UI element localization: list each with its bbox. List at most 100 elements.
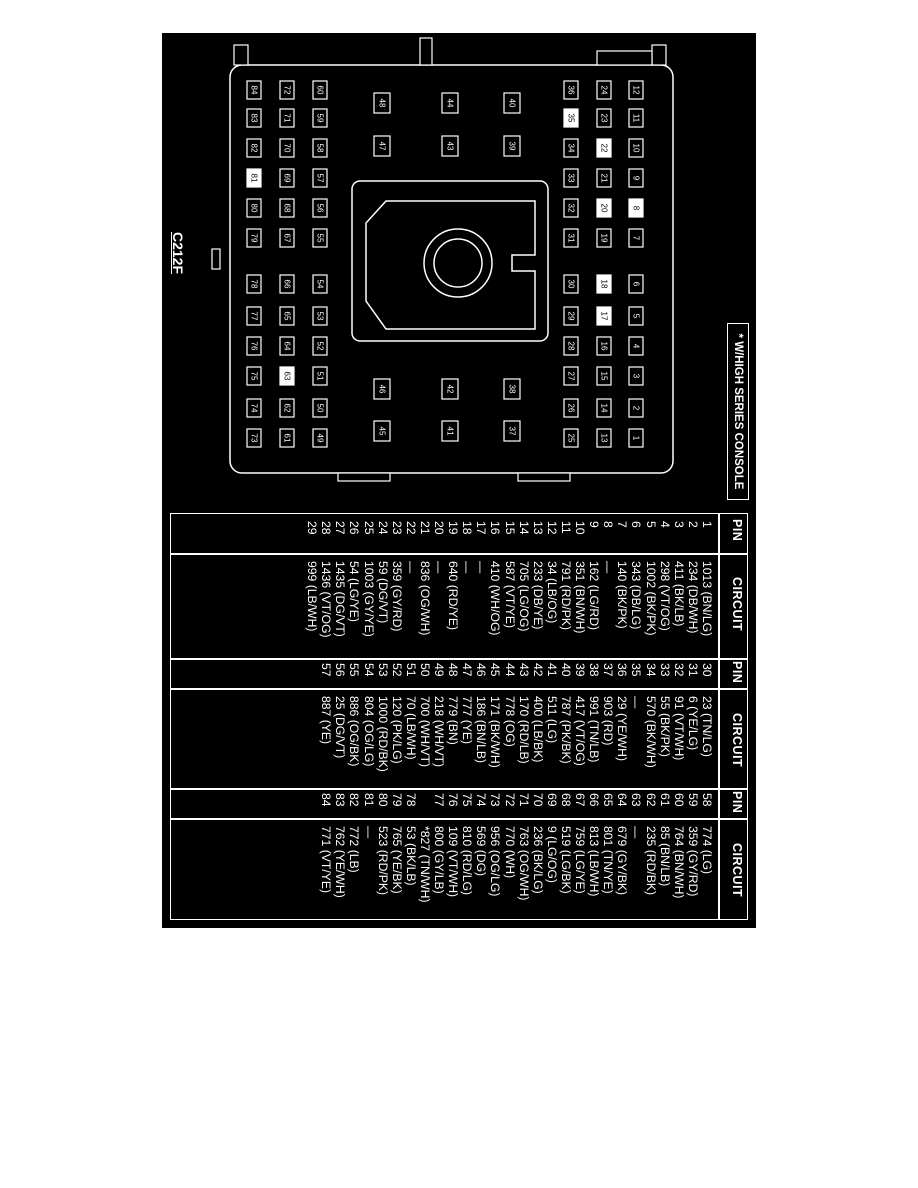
cavity-31	[563, 228, 579, 248]
pin-number: 37	[601, 663, 616, 677]
pin-number: 42	[530, 663, 545, 677]
circuit-value: —	[601, 561, 616, 574]
pin-number: 64	[615, 793, 630, 807]
pin-number: 67	[573, 793, 588, 807]
pin-number: 36	[615, 663, 630, 677]
cavity-label: 76	[250, 342, 259, 351]
circuit-value: 570 (BK/WH)	[643, 696, 658, 768]
circuit-value: 359 (GY/RD)	[389, 561, 404, 632]
circuit-value: 810 (RD/LG)	[460, 826, 475, 896]
circuit-value: 763 (OG/WH)	[516, 826, 531, 901]
cavity-label: 16	[600, 342, 609, 351]
circuit-value: 1002 (BK/PK)	[643, 561, 658, 636]
cavity-79	[246, 228, 262, 248]
cavity-label: 35	[567, 114, 576, 123]
pin-number: 30	[700, 663, 714, 677]
cavity-1	[628, 428, 644, 448]
cavity-8	[628, 198, 644, 218]
cavity-label: 1	[632, 436, 641, 441]
pin-number: 61	[657, 793, 672, 807]
cavity-label: 25	[567, 434, 576, 443]
cavity-label: 63	[283, 372, 292, 381]
circuit-value: 774 (LG)	[700, 826, 714, 875]
circuit-value: 120 (PK/LG)	[389, 696, 404, 764]
cavity-label: 61	[283, 434, 292, 443]
circuit-value: 55 (BK/PK)	[657, 696, 672, 757]
pin-number: 83	[333, 793, 348, 807]
pin-number: 10	[573, 521, 588, 535]
cavity-42	[441, 378, 459, 400]
circuit-value: 887 (YE)	[319, 696, 334, 745]
circuit-value: 29 (YE/WH)	[615, 696, 630, 762]
cavity-label: 4	[632, 344, 641, 349]
cavity-44	[441, 92, 459, 114]
cavity-label: 39	[508, 142, 517, 151]
pin-number: 41	[544, 663, 559, 677]
cavity-label: 70	[283, 144, 292, 153]
cavity-label: 22	[600, 144, 609, 153]
center-ring-outer	[423, 228, 493, 298]
cavity-label: 80	[250, 204, 259, 213]
pin-number: 77	[432, 793, 447, 807]
pin-number: 25	[361, 521, 376, 535]
circuit-value: 343 (DB/LG)	[629, 561, 644, 630]
cavity-72	[279, 80, 295, 100]
pin-number: 80	[375, 793, 390, 807]
ear-top-right	[651, 44, 667, 66]
pin-number: 9	[587, 521, 602, 528]
pin-number: 28	[319, 521, 334, 535]
cavity-label: 74	[250, 404, 259, 413]
divider	[170, 788, 748, 790]
cavity-2	[628, 398, 644, 418]
pin-number: 8	[601, 521, 616, 528]
cavity-label: 71	[283, 114, 292, 123]
cavity-label: 41	[446, 427, 455, 436]
pin-number: 20	[432, 521, 447, 535]
circuit-value: 956 (OG/LG)	[488, 826, 503, 897]
cavity-label: 23	[600, 114, 609, 123]
pin-number: 58	[700, 793, 714, 807]
cavity-label: 26	[567, 404, 576, 413]
cavity-label: 59	[316, 114, 325, 123]
cavity-label: 65	[283, 312, 292, 321]
cavity-19	[596, 228, 612, 248]
cavity-26	[563, 398, 579, 418]
cavity-59	[312, 108, 328, 128]
cavity-11	[628, 108, 644, 128]
cavity-label: 20	[600, 204, 609, 213]
cavity-label: 10	[632, 144, 641, 153]
pin-number: 62	[643, 793, 658, 807]
pin-number: 51	[403, 663, 418, 677]
circuit-value: 351 (BN/WH)	[573, 561, 588, 634]
circuit-value: 162 (LG/RD)	[587, 561, 602, 631]
circuit-value: 233 (DB/YE)	[530, 561, 545, 630]
cavity-39	[503, 135, 521, 157]
circuit-value: 640 (RD/YE)	[446, 561, 461, 631]
header-circuit: CIRCUIT	[730, 843, 744, 898]
cavity-label: 54	[316, 280, 325, 289]
connector-face-diagram: 1234567891011121314151617181920212223242…	[211, 37, 674, 482]
circuit-value: 171 (BK/WH)	[488, 696, 503, 768]
cavity-69	[279, 168, 295, 188]
cavity-label: 78	[250, 280, 259, 289]
cavity-9	[628, 168, 644, 188]
circuit-value: 587 (VT/YE)	[502, 561, 517, 629]
cavity-label: 40	[508, 99, 517, 108]
circuit-value: 903 (RD)	[601, 696, 616, 746]
cavity-label: 36	[567, 86, 576, 95]
cavity-label: 53	[316, 312, 325, 321]
cavity-label: 82	[250, 144, 259, 153]
cavity-43	[441, 135, 459, 157]
circuit-value: 1013 (BN/LG)	[700, 561, 714, 637]
cavity-84	[246, 80, 262, 100]
cavity-label: 19	[600, 234, 609, 243]
circuit-value: 53 (BK/LB)	[403, 826, 418, 886]
cavity-81	[246, 168, 262, 188]
circuit-value: —	[403, 561, 418, 574]
pin-number: 65	[601, 793, 616, 807]
cavity-64	[279, 336, 295, 356]
cavity-label: 69	[283, 174, 292, 183]
pin-number: 2	[685, 521, 700, 528]
pin-number: 66	[587, 793, 602, 807]
pin-number: 3	[671, 521, 686, 528]
